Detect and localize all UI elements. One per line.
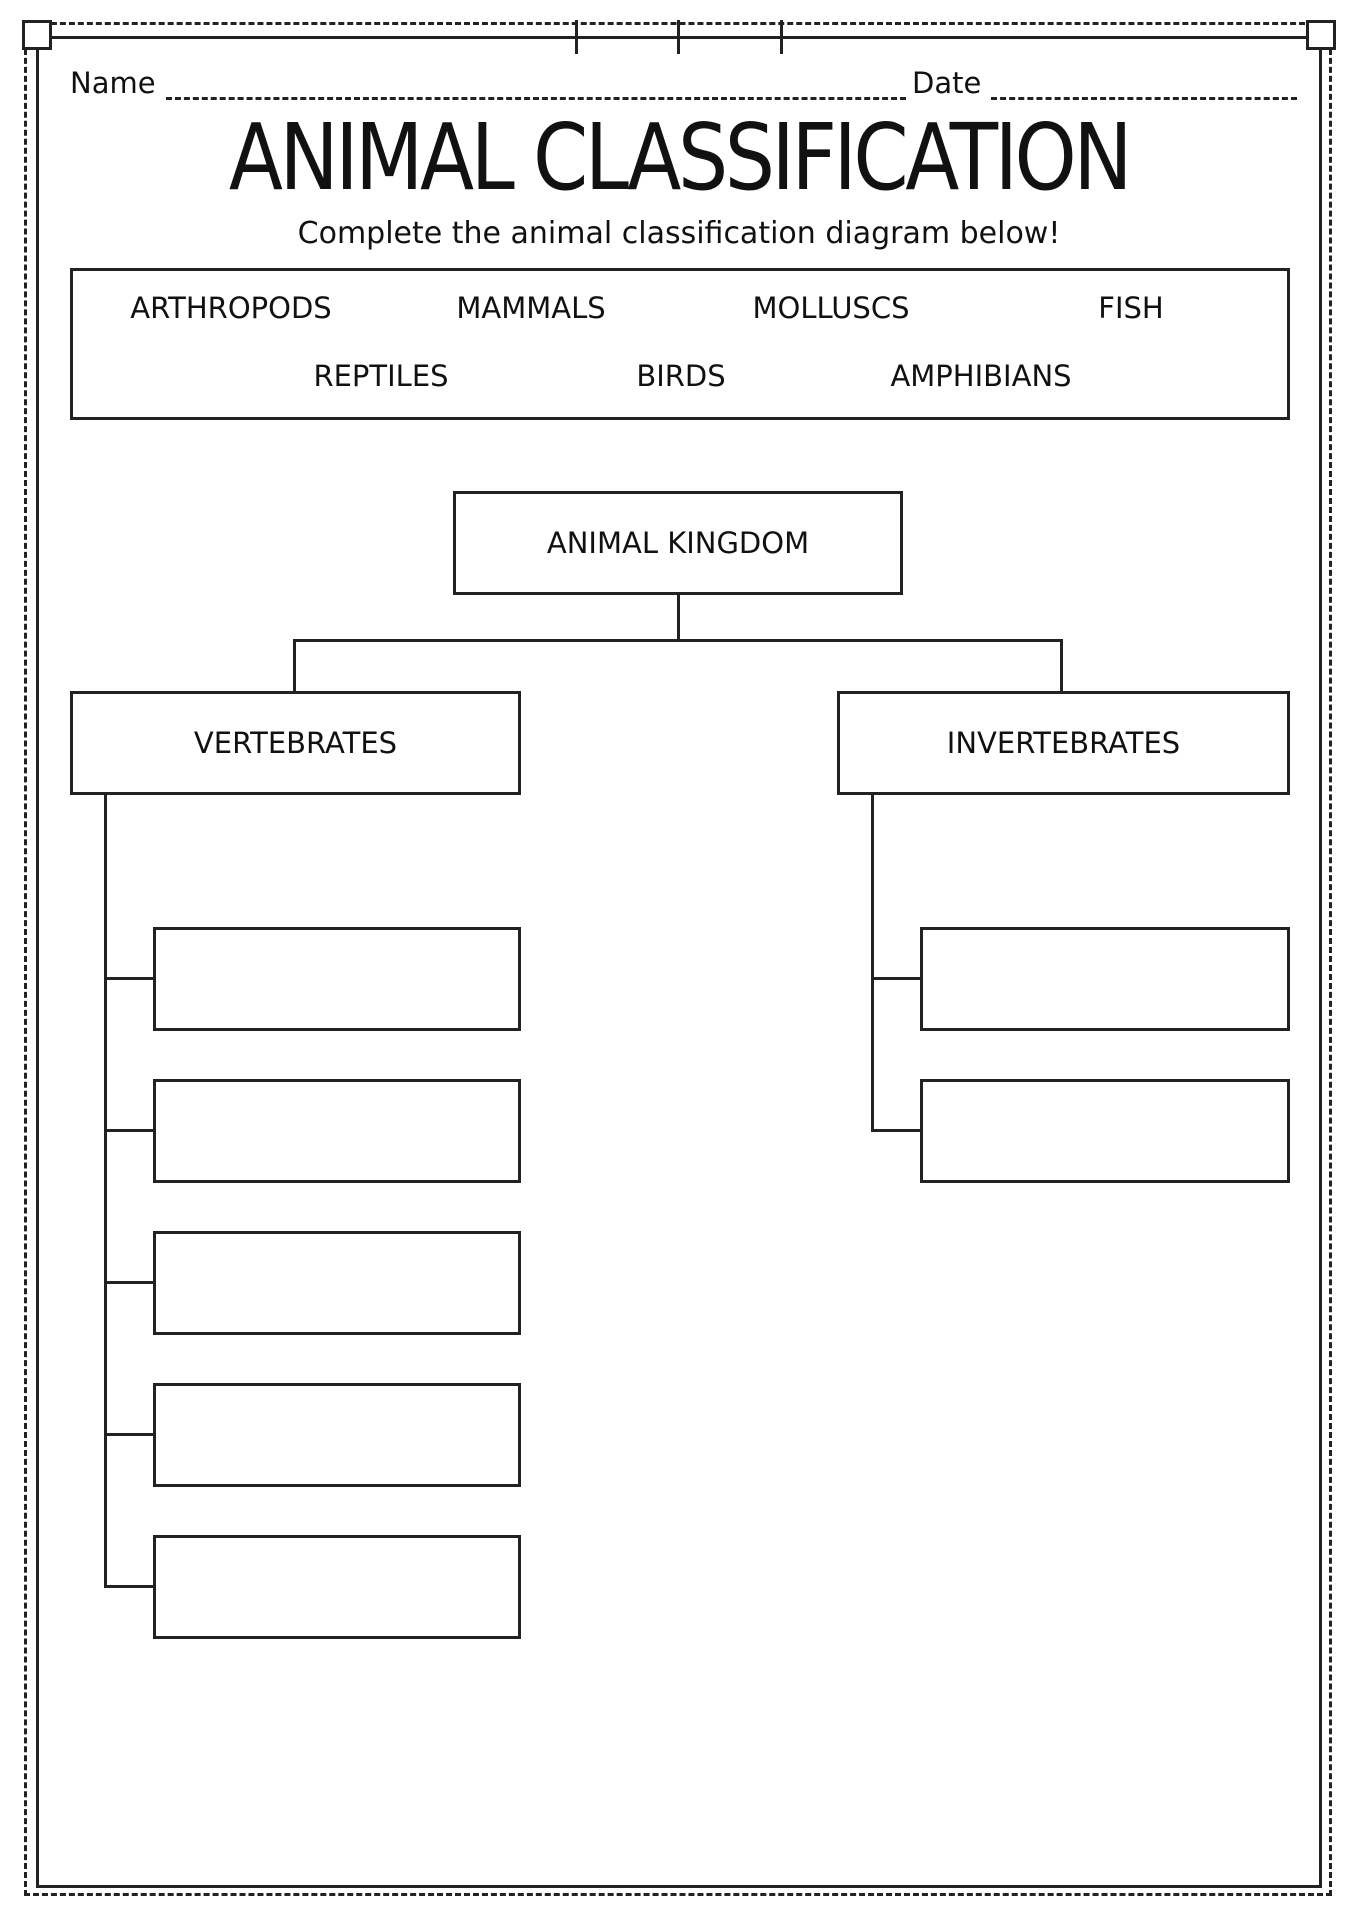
word-bank-item: MOLLUSCS xyxy=(752,291,910,325)
vertebrate-answer-box-2[interactable] xyxy=(153,1079,521,1183)
binding-tick xyxy=(780,20,783,54)
page-subtitle: Complete the animal classification diagr… xyxy=(297,216,1061,251)
date-field[interactable]: Date xyxy=(912,66,1298,100)
branch-node-invertebrates: INVERTEBRATES xyxy=(837,691,1290,795)
branch-node-label: INVERTEBRATES xyxy=(946,726,1181,760)
vertebrate-answer-box-4[interactable] xyxy=(153,1383,521,1487)
binding-tick xyxy=(677,20,680,54)
corner-square-right xyxy=(1306,20,1336,50)
connector-root-down xyxy=(677,595,680,640)
connector-blank xyxy=(871,977,921,980)
word-bank-item: BIRDS xyxy=(636,359,726,393)
vertebrate-answer-box-3[interactable] xyxy=(153,1231,521,1335)
date-line[interactable] xyxy=(991,71,1298,100)
date-label: Date xyxy=(912,66,982,100)
root-node-animal-kingdom: ANIMAL KINGDOM xyxy=(453,491,903,595)
connector-blank xyxy=(104,1281,154,1284)
connector-vertebrates-spine xyxy=(104,795,107,1588)
connector-blank xyxy=(104,1585,154,1588)
corner-square-left xyxy=(22,20,52,50)
branch-node-label: VERTEBRATES xyxy=(193,726,398,760)
connector-blank xyxy=(871,1129,921,1132)
connector-to-invertebrates xyxy=(1060,639,1063,691)
word-bank: ARTHROPODS MAMMALS MOLLUSCS FISH REPTILE… xyxy=(70,268,1290,420)
name-line[interactable] xyxy=(165,71,906,100)
invertebrate-answer-box-2[interactable] xyxy=(920,1079,1290,1183)
connector-to-vertebrates xyxy=(293,639,296,691)
connector-blank xyxy=(104,1433,154,1436)
connector-root-horizontal xyxy=(293,639,1063,642)
word-bank-item: AMPHIBIANS xyxy=(890,359,1072,393)
connector-invertebrates-spine xyxy=(871,795,874,1132)
root-node-label: ANIMAL KINGDOM xyxy=(546,526,810,560)
word-bank-item: ARTHROPODS xyxy=(130,291,332,325)
branch-node-vertebrates: VERTEBRATES xyxy=(70,691,521,795)
vertebrate-answer-box-5[interactable] xyxy=(153,1535,521,1639)
page-title: ANIMAL CLASSIFICATION xyxy=(228,104,1133,211)
name-label: Name xyxy=(70,66,156,100)
name-field[interactable]: Name xyxy=(70,66,906,100)
vertebrate-answer-box-1[interactable] xyxy=(153,927,521,1031)
connector-blank xyxy=(104,1129,154,1132)
invertebrate-answer-box-1[interactable] xyxy=(920,927,1290,1031)
word-bank-item: FISH xyxy=(1098,291,1164,325)
connector-blank xyxy=(104,977,154,980)
word-bank-item: MAMMALS xyxy=(456,291,606,325)
word-bank-item: REPTILES xyxy=(313,359,449,393)
binding-tick xyxy=(575,20,578,54)
